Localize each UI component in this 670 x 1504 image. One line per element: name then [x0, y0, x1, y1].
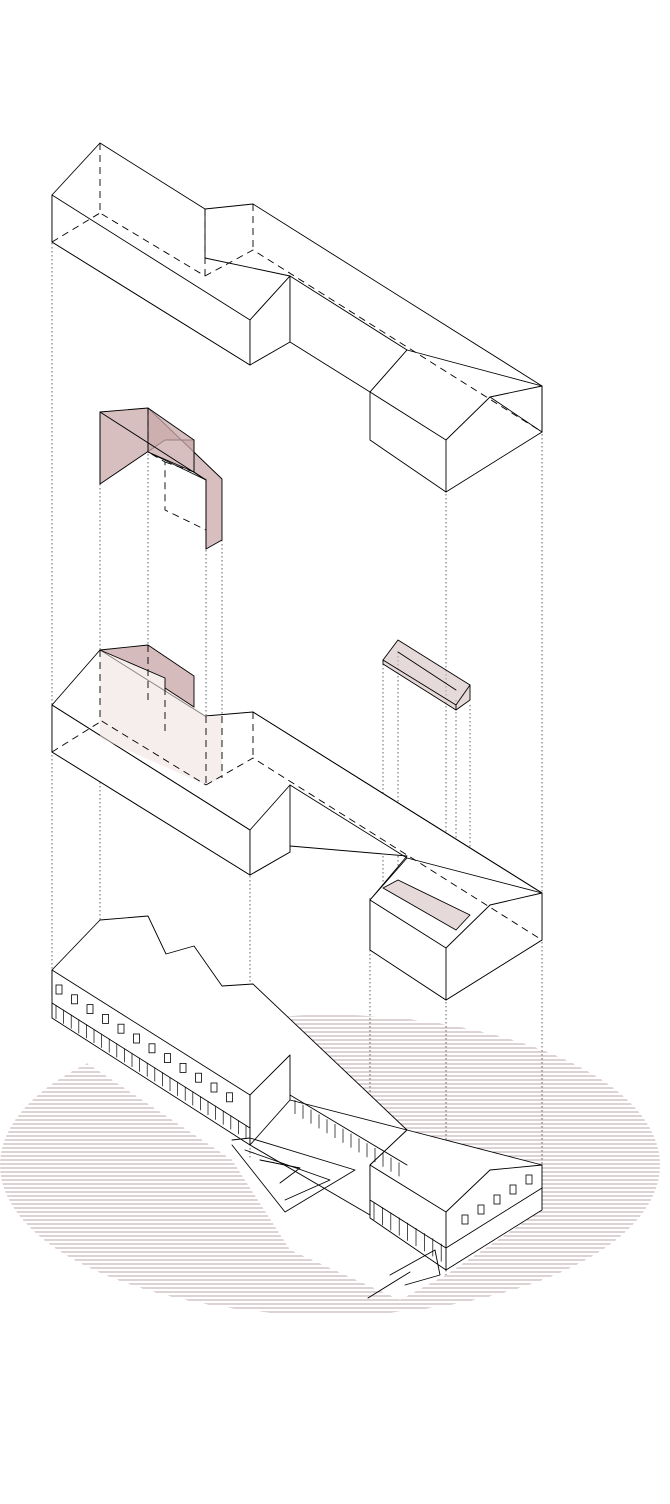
added-volume-left: [99, 407, 223, 550]
second-floor-volume: [51, 644, 543, 1001]
window: [477, 1204, 485, 1215]
window: [148, 1043, 156, 1054]
facade-columns: [55, 1005, 442, 1262]
window: [86, 1004, 94, 1014]
window: [525, 1174, 533, 1185]
roof-volume: [51, 142, 543, 493]
window: [509, 1184, 517, 1195]
window: [195, 1072, 202, 1083]
added-volume-right: [382, 639, 471, 711]
facade-windows: [55, 984, 533, 1225]
window: [461, 1214, 469, 1225]
window: [55, 984, 63, 995]
window: [133, 1033, 140, 1044]
window: [71, 994, 78, 1005]
window: [102, 1014, 109, 1024]
window: [117, 1023, 125, 1034]
window: [210, 1082, 218, 1093]
ground-floor-building: [51, 915, 543, 1299]
window: [493, 1194, 501, 1205]
window: [164, 1053, 171, 1063]
window: [179, 1063, 187, 1073]
window: [226, 1092, 233, 1103]
